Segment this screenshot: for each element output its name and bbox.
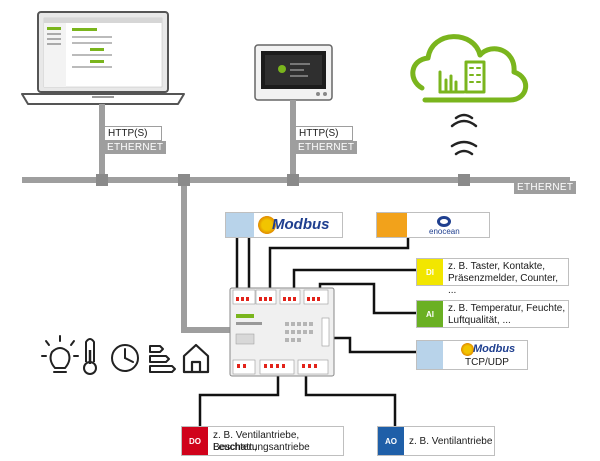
modbus-rtu-logo: Modbus bbox=[272, 216, 330, 233]
bus-node bbox=[178, 174, 190, 186]
modbus-tcp-logo-icon bbox=[461, 343, 474, 356]
di-tag: DI bbox=[417, 259, 443, 285]
enocean-logo-icon bbox=[437, 216, 451, 227]
ai-tag: AI bbox=[417, 301, 443, 327]
di-line1: z. B. Taster, Kontakte, bbox=[448, 261, 546, 272]
modbus-logo-icon bbox=[258, 216, 276, 234]
house-icon bbox=[182, 343, 210, 374]
http-label-laptop: HTTP(S) bbox=[104, 126, 162, 141]
bus-node bbox=[96, 174, 108, 186]
bus-node bbox=[458, 174, 470, 186]
ethernet-label-laptop: ETHERNET bbox=[104, 141, 167, 154]
do-line1: z. B. Ventilantriebe, Leuchten, bbox=[213, 430, 300, 453]
modbus-rtu-box: Modbus bbox=[225, 212, 343, 238]
ai-line2: Luftqualität, ... bbox=[448, 315, 511, 326]
light-bulb-icon bbox=[41, 335, 79, 373]
controller-device bbox=[229, 287, 335, 377]
do-box: DO z. B. Ventilantriebe, Leuchten, Besch… bbox=[181, 426, 344, 456]
modbus-tcp-logo: Modbus bbox=[473, 343, 516, 355]
http-label-panel: HTTP(S) bbox=[295, 126, 353, 141]
enocean-box: enocean bbox=[376, 212, 490, 238]
laptop-icon bbox=[21, 11, 185, 105]
ao-box: AO z. B. Ventilantriebe bbox=[377, 426, 495, 456]
ao-line1: z. B. Ventilantriebe bbox=[409, 436, 493, 447]
energy-class-icon bbox=[149, 345, 176, 373]
ethernet-label-main: ETHERNET bbox=[514, 181, 577, 194]
bus-node bbox=[287, 174, 299, 186]
thermometer-icon bbox=[83, 338, 97, 375]
enocean-logo: enocean bbox=[429, 227, 460, 236]
clock-icon bbox=[111, 344, 139, 372]
do-line2: Beschattungsantriebe bbox=[213, 442, 310, 453]
ethernet-label-panel: ETHERNET bbox=[295, 141, 358, 154]
ao-tag: AO bbox=[378, 427, 404, 455]
ai-line1: z. B. Temperatur, Feuchte, bbox=[448, 303, 566, 314]
modbus-tcp-tag bbox=[417, 341, 443, 369]
modbus-tcp-caption: TCP/UDP bbox=[465, 357, 509, 368]
modbus-tcp-box: Modbus TCP/UDP bbox=[416, 340, 528, 370]
wifi-signal-icon bbox=[450, 113, 478, 156]
di-line2: Präsenzmelder, Counter, ... bbox=[448, 273, 559, 296]
do-tag: DO bbox=[182, 427, 208, 455]
di-box: DI z. B. Taster, Kontakte, Präsenzmelder… bbox=[416, 258, 569, 296]
cloud-building-icon bbox=[410, 34, 528, 103]
touch-panel-icon bbox=[254, 44, 333, 101]
ai-box: AI z. B. Temperatur, Feuchte, Luftqualit… bbox=[416, 300, 569, 328]
modbus-rtu-tag bbox=[226, 213, 254, 237]
enocean-tag bbox=[377, 213, 407, 237]
